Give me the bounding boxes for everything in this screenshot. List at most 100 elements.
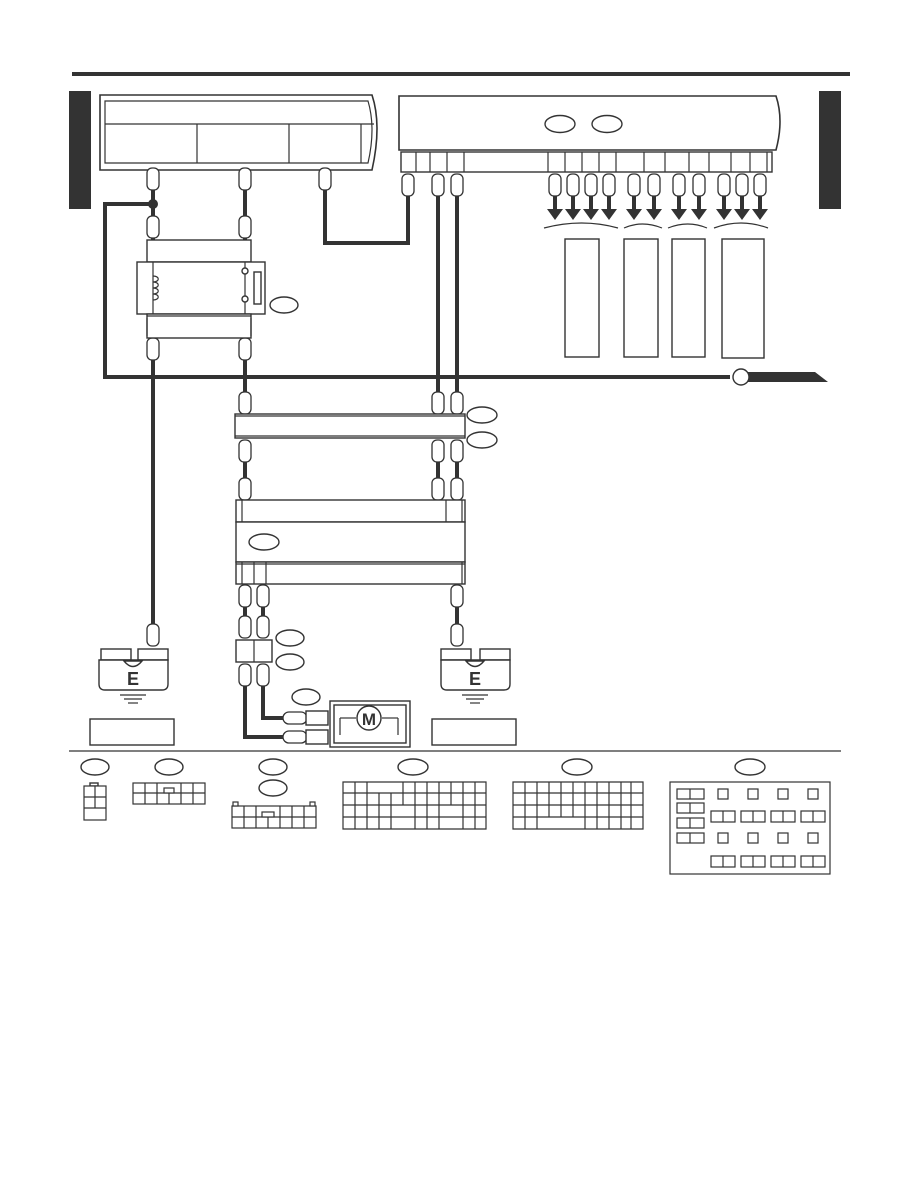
control-connector-strip — [400, 151, 773, 173]
connector-id-oval — [258, 758, 288, 776]
destination-box — [721, 238, 765, 359]
terminal-pin — [584, 173, 598, 197]
wire-motor-b — [261, 686, 287, 720]
terminal-pin — [146, 167, 160, 191]
terminal-pin — [238, 439, 252, 463]
connector-id-oval — [275, 629, 305, 647]
wire-cross-link — [323, 190, 410, 245]
terminal-pin — [753, 173, 767, 197]
terminal-pin — [431, 477, 445, 501]
terminal-pin — [238, 584, 252, 608]
splice-dot — [148, 199, 158, 209]
terminal-pin — [238, 391, 252, 415]
connector-id-oval — [544, 114, 576, 134]
terminal-pin — [256, 663, 270, 687]
terminal-pin — [431, 173, 445, 197]
terminal-pin — [717, 173, 731, 197]
connector-id-oval — [591, 114, 623, 134]
terminal-pin — [450, 391, 464, 415]
arrow-down-icon — [734, 196, 750, 220]
connector-face — [132, 782, 206, 805]
wire-motor-a — [243, 686, 287, 739]
terminal-pin — [566, 173, 580, 197]
terminal-pin — [450, 623, 464, 647]
terminal-pin — [318, 167, 332, 191]
terminal-pin — [238, 477, 252, 501]
terminal-pin — [256, 584, 270, 608]
motor-icon — [356, 705, 382, 731]
connector-id-oval — [80, 758, 110, 776]
terminal-pin — [450, 477, 464, 501]
terminal-pin — [238, 167, 252, 191]
terminal-pin — [735, 173, 749, 197]
arrow-down-icon — [646, 196, 662, 220]
terminal-pin — [602, 173, 616, 197]
relay-contact — [253, 271, 262, 305]
ground-symbol-label: E — [127, 669, 139, 689]
arrow-down-icon — [565, 196, 581, 220]
terminal-pin — [146, 215, 160, 239]
ground-terminal-right: E — [431, 648, 517, 746]
connector-id-oval — [466, 431, 498, 449]
connector-legend — [80, 758, 831, 875]
arrow-down-icon — [671, 196, 687, 220]
relay — [136, 239, 299, 339]
arrow-down-icon — [752, 196, 768, 220]
terminal-pin — [238, 615, 252, 639]
wire-bus-loop — [103, 202, 730, 379]
connector-face — [669, 781, 831, 875]
terminal-pin — [692, 173, 706, 197]
terminal-pin — [238, 337, 252, 361]
terminal-pin — [431, 391, 445, 415]
bus-arrow — [748, 372, 828, 382]
left-side-tab — [69, 91, 91, 209]
ground-terminal-left: E — [89, 648, 175, 746]
terminal-pin — [238, 663, 252, 687]
terminal-pin — [450, 584, 464, 608]
terminal-pin — [627, 173, 641, 197]
motor-symbol-label: M — [362, 710, 376, 729]
control-module — [398, 95, 781, 173]
connector-face — [231, 801, 317, 829]
terminal-pin — [256, 615, 270, 639]
right-side-tab — [819, 91, 841, 209]
terminal-pin — [672, 173, 686, 197]
terminal-pin — [548, 173, 562, 197]
motor-assembly: M — [282, 700, 411, 748]
joint-connector-module — [235, 499, 466, 585]
terminal-pins — [146, 167, 767, 687]
connector-id-oval — [561, 758, 593, 776]
connector-id-oval — [154, 758, 184, 776]
arrow-down-icon — [601, 196, 617, 220]
relay-coil-icon — [152, 275, 159, 301]
motor-harness-connector — [235, 629, 321, 706]
connector-id-oval — [291, 688, 321, 706]
module-id-oval — [248, 533, 280, 551]
arrow-down-icon — [547, 196, 563, 220]
terminal-pin — [450, 439, 464, 463]
middle-connector-1 — [234, 406, 498, 449]
ground-label-box — [89, 718, 175, 746]
connector-id-oval — [734, 758, 766, 776]
terminal-pin — [146, 337, 160, 361]
terminal-pin — [401, 173, 415, 197]
output-arrows — [547, 196, 768, 220]
ground-symbol-label: E — [469, 669, 481, 689]
ground-label-box — [431, 718, 517, 746]
terminal-pin — [450, 173, 464, 197]
arrow-down-icon — [626, 196, 642, 220]
arrow-down-icon — [716, 196, 732, 220]
fuse-relay-box-module — [99, 94, 378, 171]
destination-groups — [543, 222, 769, 359]
destination-box — [564, 238, 600, 358]
terminal-pin — [647, 173, 661, 197]
connector-id-oval — [397, 758, 429, 776]
header-rule — [72, 72, 850, 76]
terminal-pin — [238, 215, 252, 239]
arrow-down-icon — [691, 196, 707, 220]
splice-point-icon — [732, 368, 750, 386]
arrow-down-icon — [583, 196, 599, 220]
connector-face — [83, 785, 107, 821]
